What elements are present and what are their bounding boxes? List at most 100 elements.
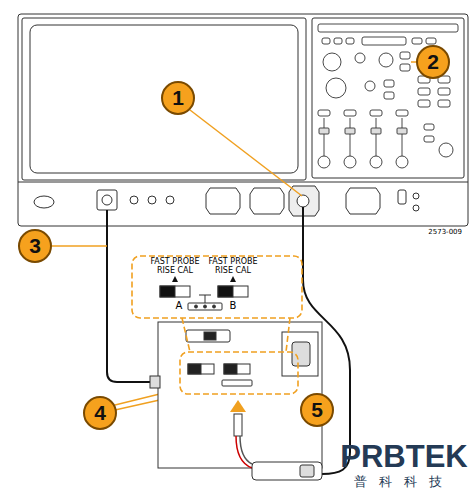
probe [230, 400, 246, 412]
front-connectors [97, 190, 117, 210]
watermark: PRBTEK [340, 439, 467, 474]
oscilloscope [18, 14, 468, 226]
calibration-fixture [150, 376, 160, 388]
watermark: 普科科技 [354, 474, 454, 489]
control-panel [362, 37, 406, 45]
control-panel [319, 128, 329, 134]
calibration-fixture [292, 342, 310, 366]
highlight-outline [182, 318, 190, 352]
control-panel [376, 118, 377, 158]
control-panel [400, 64, 410, 71]
control-panel [384, 92, 394, 99]
control-panel [344, 156, 356, 168]
control-panel [438, 100, 450, 107]
cable [107, 210, 152, 382]
front-connectors [34, 196, 54, 208]
highlight-outline [286, 318, 290, 352]
control-panel [418, 88, 430, 95]
control-panel [396, 156, 408, 168]
front-connectors [34, 186, 419, 216]
calibration-fixture [186, 330, 230, 342]
callout-number: 5 [311, 398, 323, 422]
control-panel [318, 24, 458, 32]
front-connectors [297, 195, 309, 207]
switch-detail [218, 286, 233, 297]
calibration-fixture [224, 364, 237, 374]
oscilloscope [30, 25, 298, 173]
figure-number: 2573-009 [392, 229, 462, 237]
switch-detail [230, 276, 236, 282]
callout-number: 4 [83, 396, 117, 430]
calibration-fixture [222, 380, 252, 386]
control-panel [439, 143, 453, 157]
control-panel [426, 38, 436, 44]
switch-detail [195, 305, 198, 308]
front-connectors [250, 188, 284, 214]
calibration-fixture [188, 364, 201, 374]
control-panel [334, 38, 342, 44]
switch-detail [160, 286, 175, 297]
control-panel [438, 88, 450, 95]
switch-detail [213, 305, 216, 308]
switch-label: FAST PROBE RISE CAL [207, 258, 259, 276]
callout-number: 5 [300, 393, 334, 427]
oscilloscope [18, 182, 468, 183]
control-panel [424, 136, 434, 142]
control-panel [400, 52, 410, 59]
leader-line [190, 110, 302, 196]
calibration-fixture [188, 364, 214, 374]
probe [240, 436, 252, 464]
switch-detail [172, 276, 178, 282]
leader-line [52, 245, 107, 247]
control-panel [418, 100, 430, 107]
control-panel [384, 80, 394, 87]
highlight-outline [180, 352, 298, 394]
callout-number: 1 [172, 86, 184, 110]
control-panel [370, 156, 382, 168]
position-label: B [226, 300, 240, 311]
watermark: 普科科技 [336, 475, 472, 489]
probe [252, 462, 322, 480]
switch-detail [205, 295, 206, 303]
control-panel [397, 128, 407, 134]
switch-label: FAST PROBE RISE CAL [208, 257, 257, 275]
callout-number: 3 [29, 234, 41, 258]
control-panel [402, 118, 403, 158]
callout-number: 2 [416, 45, 450, 79]
front-connectors [166, 196, 174, 204]
control-panel [355, 53, 365, 63]
cable [107, 207, 350, 474]
highlight-outline [132, 256, 302, 318]
position-label: A [176, 300, 183, 311]
control-panel [345, 128, 355, 134]
switch-detail [160, 276, 248, 310]
position-label: B [230, 300, 237, 311]
watermark: PRBTEK [336, 440, 472, 474]
control-panel [326, 78, 346, 98]
control-panel [350, 118, 351, 158]
front-connectors [102, 195, 112, 205]
figure-number: 2573-009 [428, 228, 462, 236]
highlight-outline [132, 256, 302, 394]
position-label: A [172, 300, 186, 311]
probe [234, 414, 242, 436]
front-connectors [398, 190, 406, 204]
calibration-fixture [158, 322, 322, 468]
callout-number: 3 [18, 229, 52, 263]
calibration-fixture [150, 322, 322, 468]
front-connectors [346, 188, 380, 214]
probe [300, 465, 314, 477]
switch-label: FAST PROBE RISE CAL [149, 258, 201, 276]
oscilloscope [22, 18, 306, 180]
switch-detail [188, 303, 222, 310]
control-panel [318, 24, 458, 168]
control-panel [346, 38, 354, 44]
switch-detail [199, 295, 211, 296]
control-panel [379, 53, 393, 67]
control-panel [318, 156, 330, 168]
callout-number: 2 [427, 50, 439, 74]
calibration-fixture [204, 332, 216, 340]
control-panel [412, 38, 422, 44]
front-connectors [148, 196, 156, 204]
